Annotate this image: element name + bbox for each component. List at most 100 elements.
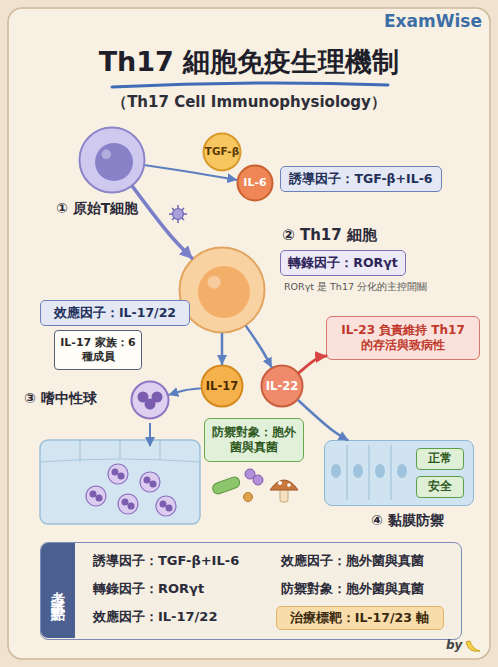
callout-box: IL-23 負責維持 Th17 的存活與致病性 xyxy=(326,316,480,360)
nucleus-lobe xyxy=(152,392,163,403)
tissue-layer xyxy=(166,505,173,512)
tissue-layer xyxy=(118,494,138,514)
node-text: TGF-β xyxy=(202,132,242,172)
pathogen-icons xyxy=(287,483,291,487)
tissue-layer xyxy=(40,440,200,524)
signature: by xyxy=(446,638,462,652)
status-tag: 安全 xyxy=(416,476,464,498)
cell-highlight xyxy=(102,150,112,160)
tissue-layer xyxy=(140,472,160,492)
cell-highlight xyxy=(208,276,221,289)
flow-arrow xyxy=(299,401,348,440)
node-text: IL-22 xyxy=(260,364,304,408)
summary-item: 效應因子：IL-17/22 xyxy=(93,609,217,625)
tissue-layer xyxy=(79,440,80,462)
banana-icon xyxy=(466,641,480,651)
title-underline xyxy=(112,83,388,87)
tissue-layer xyxy=(140,472,160,492)
exam-summary-box: 考試重點 誘導因子：TGF-β+IL-6 轉錄因子：RORγt 效應因子：IL-17/… xyxy=(40,542,462,640)
tissue-layer xyxy=(40,459,200,462)
cell-body xyxy=(132,382,169,419)
virus-icon xyxy=(172,208,184,220)
subtitle: （Th17 Cell Immunophysiology） xyxy=(0,93,498,112)
tissue-layer xyxy=(86,486,106,506)
tissue-layer xyxy=(160,501,167,508)
pathogen-icons xyxy=(278,481,282,485)
flow-arrow xyxy=(299,356,326,372)
tissue-layer xyxy=(108,464,128,484)
cell-nucleus xyxy=(331,464,341,478)
cell-body xyxy=(180,248,265,333)
tissue-layer xyxy=(86,486,106,506)
tissue-layer xyxy=(128,503,135,510)
cell-nucleus xyxy=(375,464,385,478)
flow-arrow xyxy=(169,388,200,394)
node-text: 效應因子：IL-17/22 xyxy=(41,301,189,325)
cell-outline xyxy=(178,246,266,334)
tissue-layer xyxy=(118,473,125,480)
cell-outline xyxy=(130,380,170,420)
cell-wall xyxy=(368,445,369,500)
node-text: 轉錄因子：RORγt xyxy=(281,251,405,275)
node-text: IL-6 xyxy=(236,164,274,202)
virus-icon xyxy=(173,209,184,220)
cell-wall xyxy=(390,445,391,500)
pathogen-icons xyxy=(211,469,298,502)
node-text: 防禦對象：胞外菌與真菌 xyxy=(205,419,303,461)
tissue-layer xyxy=(108,464,128,484)
node-text: IL-17 xyxy=(200,364,244,408)
node-text: 誘導因子：TGF-β+IL-6 xyxy=(281,167,441,191)
info-box: 效應因子：IL-17/22 xyxy=(40,300,190,326)
tissue-layer xyxy=(156,496,176,516)
brand-label: ExamWise xyxy=(384,11,482,31)
cytokine-circle: IL-17 xyxy=(200,364,244,408)
tissue-layer xyxy=(96,495,103,502)
flow-arrow xyxy=(246,327,271,367)
mucosa-band: ④ 黏膜防禦正常安全 xyxy=(324,440,474,506)
cytokine-circle: IL-6 xyxy=(236,164,274,202)
cell-body xyxy=(80,128,145,193)
flow-arrow xyxy=(133,187,192,258)
pathogen-icons xyxy=(270,480,298,490)
tissue-layer xyxy=(144,477,151,484)
th17-cell: ② Th17 細胞 xyxy=(178,246,266,334)
highlight-box: 治療標靶：IL-17/23 軸 xyxy=(276,606,444,630)
cell-nucleus xyxy=(397,464,407,478)
virus-icon xyxy=(172,208,184,220)
tissue-layer xyxy=(119,440,120,459)
node-text: 安全 xyxy=(417,477,463,497)
note-box: IL-17 家族：6 種成員 xyxy=(54,330,142,370)
summary-item: 防禦對象：胞外菌與真菌 xyxy=(281,581,424,597)
status-tag: 正常 xyxy=(416,448,464,470)
cell-label: ③ 嗜中性球 xyxy=(24,390,97,408)
summary-item: 誘導因子：TGF-β+IL-6 xyxy=(93,553,239,569)
pathogen-icons xyxy=(211,476,241,496)
node-text: IL-23 負責維持 Th17 的存活與致病性 xyxy=(327,317,479,359)
pathogen-icons xyxy=(253,475,263,485)
node-text: IL-17 家族：6 種成員 xyxy=(55,331,141,369)
summary-heading: 考試重點 xyxy=(41,543,75,638)
naive-t-cell: ① 原始T細胞 xyxy=(78,126,146,194)
cell-nucleus xyxy=(353,464,363,478)
diagram-title: Th17 細胞免疫生理機制 xyxy=(0,44,498,80)
migration-arrow xyxy=(149,423,151,446)
cell-nucleus xyxy=(198,266,250,318)
tissue-layer xyxy=(112,469,119,476)
tissue-layer xyxy=(122,499,129,506)
cell-wall xyxy=(346,445,347,500)
tissue-layer xyxy=(40,440,200,524)
tissue-layer xyxy=(118,494,138,514)
info-box: 誘導因子：TGF-β+IL-6 xyxy=(280,166,442,192)
target-box: 防禦對象：胞外菌與真菌 xyxy=(204,418,304,462)
flow-arrow xyxy=(221,334,224,364)
summary-item: 轉錄因子：RORγt xyxy=(93,581,204,597)
node-text: 治療標靶：IL-17/23 軸 xyxy=(277,607,443,629)
summary-item: 效應因子：胞外菌與真菌 xyxy=(281,553,424,569)
note-text: RORγt 是 Th17 分化的主控開關 xyxy=(284,281,427,294)
cytokine-circle: IL-22 xyxy=(260,364,304,408)
pathogen-icons xyxy=(244,493,253,502)
cytokine-circle: TGF-β xyxy=(202,132,242,172)
tissue-layer xyxy=(156,496,176,516)
tissue-layer xyxy=(159,440,160,460)
